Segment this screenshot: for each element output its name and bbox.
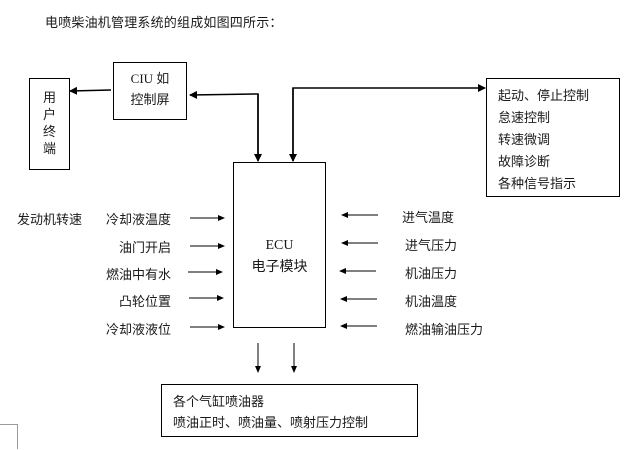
input-right-5: 燃油输油压力 bbox=[405, 323, 484, 338]
ecu-label-line1: ECU bbox=[265, 238, 294, 253]
user-terminal-char: 户 bbox=[42, 108, 56, 123]
ecu-box: ECU 电子模块 bbox=[233, 162, 326, 328]
user-terminal-char: 终 bbox=[42, 125, 56, 140]
diagram-caption: 电喷柴油机管理系统的组成如图四所示： bbox=[45, 16, 283, 31]
arrow-ecu-to-ciu bbox=[189, 90, 259, 160]
ecu-label-line2: 电子模块 bbox=[251, 259, 308, 275]
user-terminal-label: 用 户 终 端 bbox=[43, 90, 57, 158]
page-corner-mark bbox=[0, 424, 18, 449]
arrow-ciu-to-user-terminal bbox=[69, 86, 112, 95]
ciu-label-line2: 控制屏 bbox=[130, 93, 170, 108]
ciu-box: CIU 如 控制屏 bbox=[113, 62, 187, 120]
control-item: 故障诊断 bbox=[498, 155, 551, 170]
input-left-4: 凸轮位置 bbox=[118, 295, 171, 310]
input-left-1: 冷却液温度 bbox=[105, 213, 171, 228]
user-terminal-box: 用 户 终 端 bbox=[29, 78, 70, 170]
user-terminal-char: 端 bbox=[42, 142, 56, 157]
input-right-1: 进气温度 bbox=[402, 211, 455, 226]
input-right-4: 机油温度 bbox=[405, 295, 458, 310]
arrow-ecu-to-controls bbox=[292, 84, 486, 161]
input-right-2: 进气压力 bbox=[405, 239, 458, 254]
input-left-2: 油门开启 bbox=[118, 241, 171, 256]
control-item: 怠速控制 bbox=[498, 111, 551, 126]
control-item: 起动、停止控制 bbox=[498, 89, 590, 104]
control-item: 各种信号指示 bbox=[498, 177, 577, 192]
ciu-label-line1: CIU 如 bbox=[130, 71, 170, 86]
control-item: 转速微调 bbox=[498, 133, 551, 148]
injectors-label-line2: 喷油正时、喷油量、喷射压力控制 bbox=[173, 416, 369, 431]
input-engine-speed: 发动机转速 bbox=[17, 213, 83, 228]
controls-box: 起动、停止控制 怠速控制 转速微调 故障诊断 各种信号指示 bbox=[486, 78, 620, 197]
input-right-3: 机油压力 bbox=[405, 267, 458, 282]
injectors-box: 各个气缸喷油器 喷油正时、喷油量、喷射压力控制 bbox=[161, 384, 418, 437]
injectors-label-line1: 各个气缸喷油器 bbox=[173, 395, 265, 410]
user-terminal-char: 用 bbox=[42, 91, 56, 106]
input-left-3: 燃油中有水 bbox=[105, 268, 171, 283]
input-left-5: 冷却液液位 bbox=[105, 323, 171, 338]
